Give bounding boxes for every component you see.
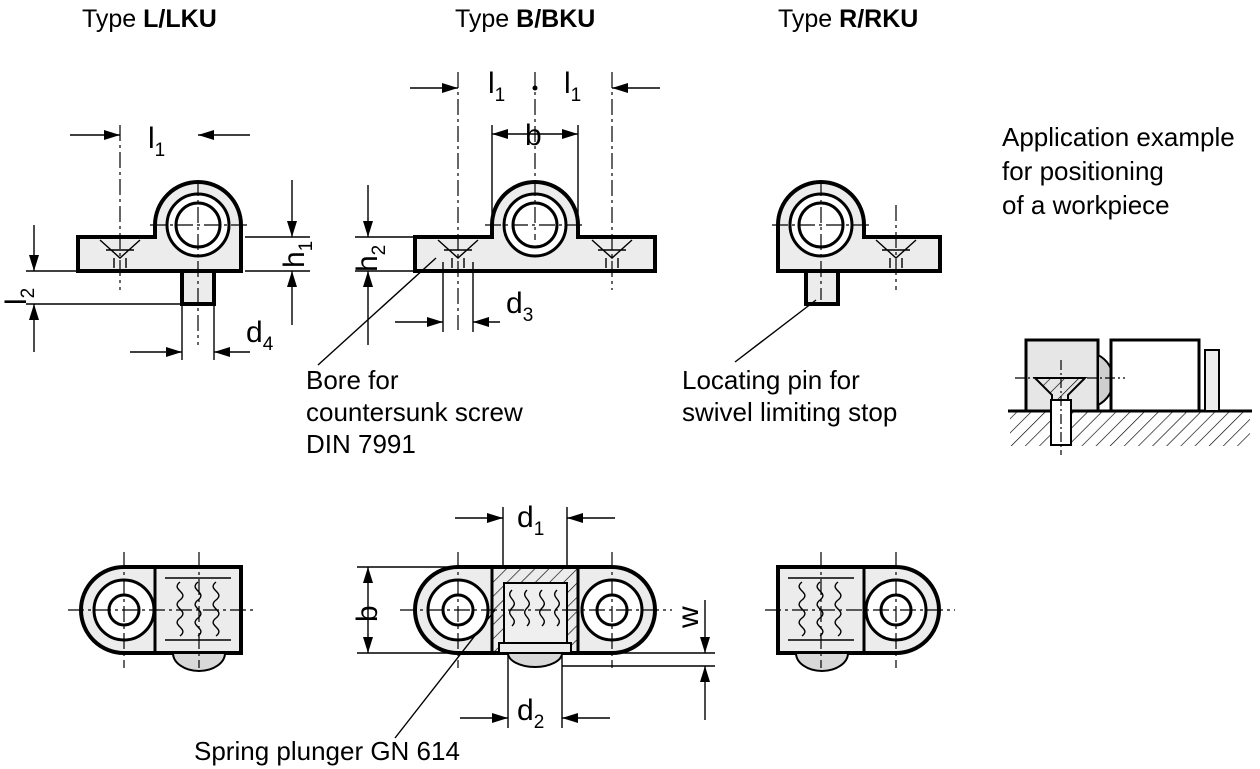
bore-callout-line3: DIN 7991: [306, 429, 416, 459]
dim-b-side: b: [525, 119, 542, 152]
type-b-side-view: [317, 72, 660, 366]
application-line1: Application example: [1002, 122, 1235, 152]
dim-b-top: b: [351, 605, 384, 622]
dim-l1-right-type-b: l1: [564, 67, 581, 106]
type-r-top-view: [765, 552, 955, 672]
dim-w: w: [672, 606, 705, 629]
dim-l1-left-type-b: l1: [488, 67, 505, 106]
application-example-drawing: [1008, 338, 1252, 455]
type-l-side-view: [26, 125, 310, 360]
application-line3: of a workpiece: [1002, 190, 1170, 220]
bore-callout-line1: Bore for: [306, 365, 399, 395]
type-b-top-view: [357, 507, 715, 739]
type-l-top-view: [68, 552, 255, 672]
bore-callout-line2: countersunk screw: [306, 397, 523, 427]
dim-d1: d1: [517, 501, 544, 540]
dim-l1-type-l: l1: [148, 122, 165, 161]
title-type-r: Type R/RKU: [778, 5, 918, 33]
title-type-l: Type L/LKU: [82, 5, 217, 33]
pin-callout-line1: Locating pin for: [682, 365, 860, 395]
type-r-side-view: [734, 180, 942, 363]
dim-h1: h1: [278, 241, 317, 268]
pin-callout-line2: swivel limiting stop: [682, 397, 897, 427]
title-type-b: Type B/BKU: [455, 5, 595, 33]
dim-h2: h2: [351, 245, 390, 272]
dim-l2: l2: [0, 288, 39, 305]
dim-d2: d2: [517, 694, 544, 733]
dim-d4: d4: [246, 316, 274, 355]
application-line2: for positioning: [1002, 156, 1164, 186]
dim-d3: d3: [506, 287, 533, 326]
plunger-callout: Spring plunger GN 614: [194, 736, 460, 766]
